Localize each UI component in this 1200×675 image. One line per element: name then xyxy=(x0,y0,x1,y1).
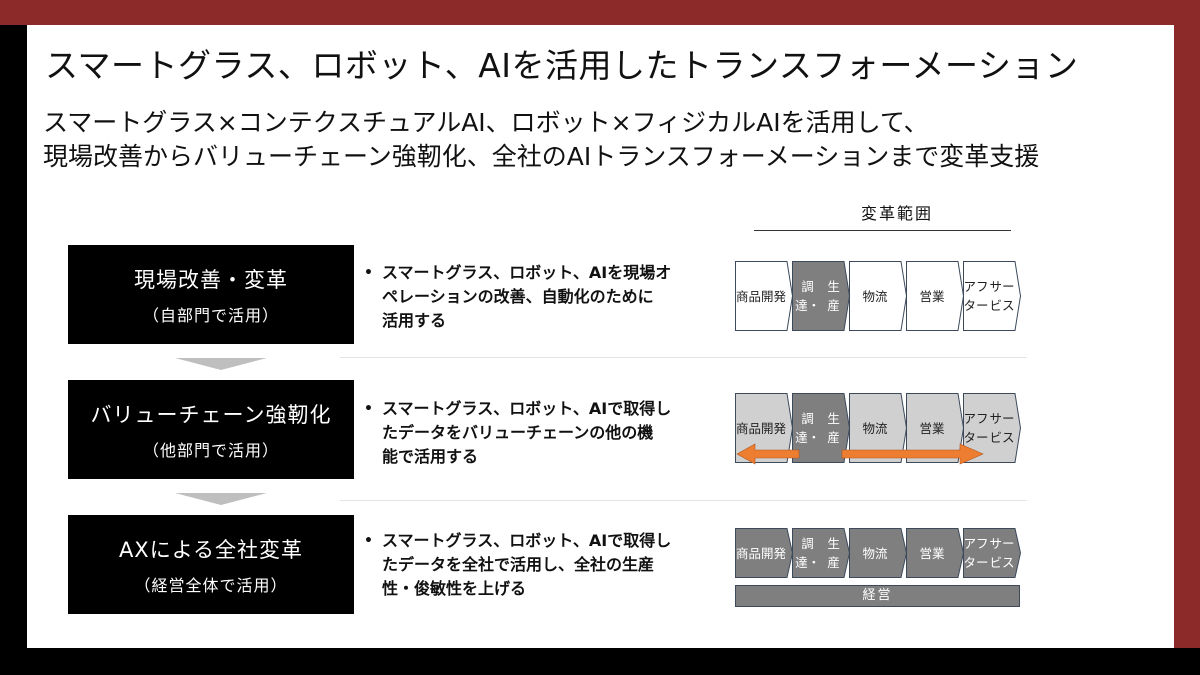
value-chain-step: 営業 xyxy=(906,528,964,578)
value-chain-step-label: 調達・生産 xyxy=(795,536,840,570)
row-divider xyxy=(340,357,1027,358)
value-chain-step: 物流 xyxy=(849,261,907,331)
subtitle-line-2: 現場改善からバリューチェーン強靭化、全社のAIトランスフォーメーションまで変革支… xyxy=(43,142,1040,171)
value-chain-step: 商品開発 xyxy=(735,528,793,578)
value-chain-step: 調達・生産 xyxy=(792,261,850,331)
value-chain-step-label: 物流 xyxy=(862,420,888,436)
value-chain-step: 商品開発 xyxy=(735,393,793,463)
bidirectional-arrows-icon xyxy=(736,443,984,465)
value-chain-step: 商品開発 xyxy=(735,261,793,331)
stage-2-description: • スマートグラス、ロボット、AIで取得し たデータをバリューチェーンの他の機 … xyxy=(364,399,672,466)
chevron-shape-icon xyxy=(792,528,850,578)
value-chain-step-label: 物流 xyxy=(862,288,888,304)
frame-right-band xyxy=(1174,25,1200,648)
value-chain-step: アフターサービス xyxy=(963,393,1021,463)
stage-subtitle: （自部門で活用） xyxy=(142,306,279,325)
bullet-icon: • xyxy=(364,401,373,417)
chevron-shape-icon xyxy=(963,261,1021,331)
value-chain-step-label: アフターサービス xyxy=(963,536,1015,570)
stage-box-1: 現場改善・変革 （自部門で活用） xyxy=(68,245,354,344)
value-chain-step-label: 営業 xyxy=(919,545,945,561)
value-chain-step-label: 商品開発 xyxy=(735,420,787,436)
scope-header-divider xyxy=(754,230,1011,231)
value-chain-1: 商品開発調達・生産 物流 営業 アフターサービス xyxy=(735,261,1027,331)
value-chain-3: 商品開発調達・生産 物流 営業 アフターサービス xyxy=(735,528,1027,578)
value-chain-step-label: 調達・生産 xyxy=(795,411,840,445)
bullet-icon: • xyxy=(364,533,373,549)
chevron-shape-icon xyxy=(849,261,907,331)
stage-title: AXによる全社変革 xyxy=(118,538,304,562)
frame-bottom-band xyxy=(0,648,1200,675)
value-chain-step: 物流 xyxy=(849,393,907,463)
stage-1-description: • スマートグラス、ロボット、AIを現場オ ペレーションの改善、自動化のために … xyxy=(364,263,672,330)
value-chain-step-label: 物流 xyxy=(862,545,888,561)
stage-title: バリューチェーン強靭化 xyxy=(90,403,332,427)
row-divider xyxy=(340,500,1027,501)
slide-subtitle: スマートグラス×コンテクスチュアルAI、ロボット×フィジカルAIを活用して、 現… xyxy=(43,106,1039,174)
frame-left-band xyxy=(0,25,27,675)
chevron-shape-icon xyxy=(735,261,793,331)
value-chain-step: 調達・生産 xyxy=(792,528,850,578)
value-chain-step: 営業 xyxy=(906,393,964,463)
chevron-shape-icon xyxy=(792,261,850,331)
value-chain-step-label: アフターサービス xyxy=(963,279,1015,313)
slide-title: スマートグラス、ロボット、AIを活用したトランスフォーメーション xyxy=(45,46,1079,85)
chevron-shape-icon xyxy=(735,528,793,578)
down-arrow-icon xyxy=(175,358,267,370)
value-chain-step-label: 営業 xyxy=(919,288,945,304)
value-chain-step: 営業 xyxy=(906,261,964,331)
chevron-shape-icon xyxy=(963,528,1021,578)
value-chain-step: アフターサービス xyxy=(963,261,1021,331)
stage-box-2: バリューチェーン強靭化 （他部門で活用） xyxy=(68,380,354,479)
value-chain-step: アフターサービス xyxy=(963,528,1021,578)
stage-3-description: • スマートグラス、ロボット、AIで取得し たデータを全社で活用し、全社の生産 … xyxy=(364,531,672,598)
stage-title: 現場改善・変革 xyxy=(134,268,288,292)
stage-subtitle: （経営全体で活用） xyxy=(134,576,288,595)
chevron-shape-icon xyxy=(906,261,964,331)
value-chain-step-label: 商品開発 xyxy=(735,288,787,304)
stage-box-3: AXによる全社変革 （経営全体で活用） xyxy=(68,515,354,614)
slide: スマートグラス、ロボット、AIを活用したトランスフォーメーション スマートグラス… xyxy=(27,25,1174,648)
management-bar: 経営 xyxy=(735,585,1020,607)
value-chain-step: 物流 xyxy=(849,528,907,578)
subtitle-line-1: スマートグラス×コンテクスチュアルAI、ロボット×フィジカルAIを活用して、 xyxy=(43,108,929,137)
value-chain-2: 商品開発調達・生産 物流 営業 アフターサービス xyxy=(735,393,1027,463)
down-arrow-icon xyxy=(175,493,267,505)
value-chain-step-label: 商品開発 xyxy=(735,545,787,561)
stage-subtitle: （他部門で活用） xyxy=(142,441,279,460)
scope-header: 変革範囲 xyxy=(860,204,933,223)
value-chain-step-label: 営業 xyxy=(919,420,945,436)
chevron-shape-icon xyxy=(906,528,964,578)
frame-top-band xyxy=(0,0,1200,25)
value-chain-step-label: アフターサービス xyxy=(963,411,1015,445)
chevron-shape-icon xyxy=(849,528,907,578)
bullet-icon: • xyxy=(364,265,373,281)
chevron-shape-icon xyxy=(735,393,793,463)
value-chain-step-label: 調達・生産 xyxy=(795,279,840,313)
